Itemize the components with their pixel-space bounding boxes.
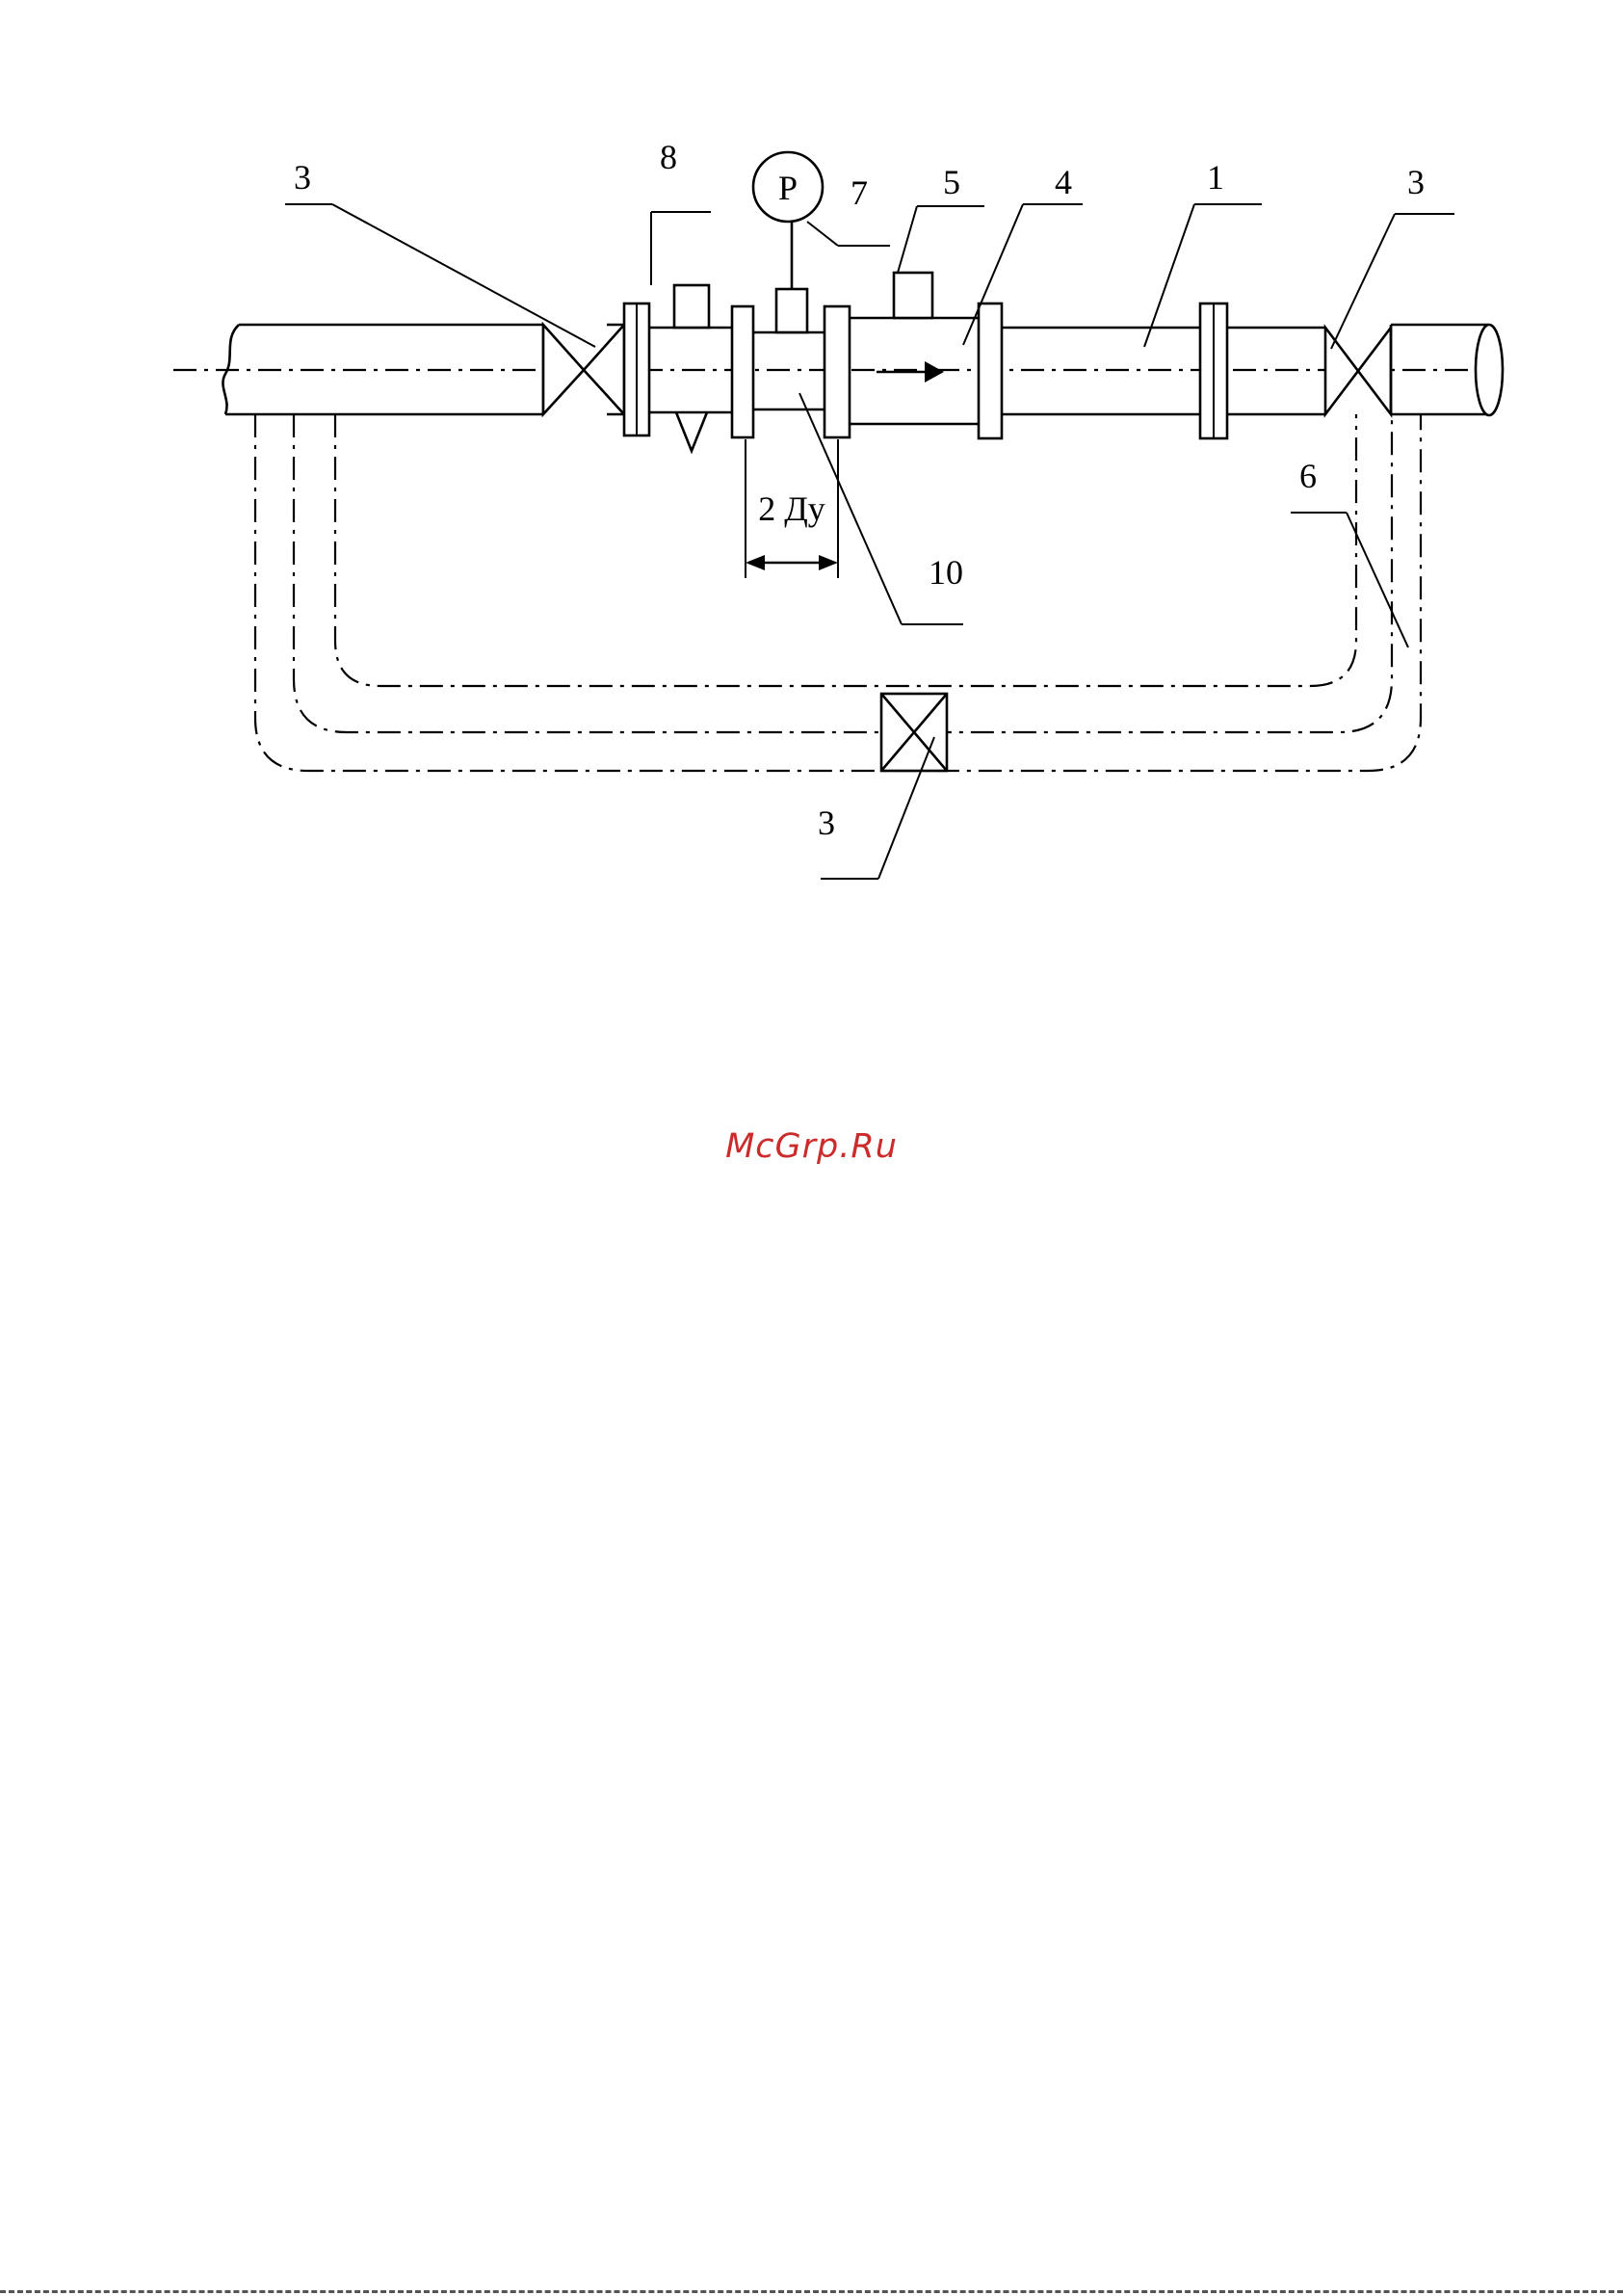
flowmeter-4 xyxy=(850,273,979,424)
flange-5 xyxy=(1200,303,1227,438)
valve-bypass xyxy=(881,694,947,771)
label-pipe-1: 1 xyxy=(1207,158,1224,197)
straight-section-10 xyxy=(753,289,825,409)
pressure-gauge-symbol: P xyxy=(778,169,798,207)
page-bottom-rule xyxy=(0,2290,1623,2293)
label-flowmeter-4: 4 xyxy=(1055,163,1072,201)
watermark: McGrp.Ru xyxy=(0,1127,1623,1166)
flange-3 xyxy=(825,306,850,437)
leaders xyxy=(285,204,1454,879)
pressure-gauge: P xyxy=(753,152,823,289)
valve-left xyxy=(543,325,624,414)
flange-1 xyxy=(624,303,649,435)
label-pressure-7: 7 xyxy=(851,173,868,212)
dimension-label: 2 Ду xyxy=(758,489,825,528)
label-thermometer-8: 8 xyxy=(660,138,677,176)
thermometer-section xyxy=(649,285,732,451)
pipeline-scheme: P xyxy=(0,0,1623,963)
dimension-2du: 2 Ду xyxy=(746,439,838,578)
label-section-10: 10 xyxy=(929,553,963,592)
label-bypass-6: 6 xyxy=(1299,457,1317,495)
flange-4 xyxy=(979,303,1002,438)
label-sensor-5: 5 xyxy=(943,163,960,201)
flange-2 xyxy=(732,306,753,437)
label-valve-bypass: 3 xyxy=(818,804,835,842)
label-valve-left: 3 xyxy=(294,158,311,197)
label-valve-right: 3 xyxy=(1407,163,1425,201)
